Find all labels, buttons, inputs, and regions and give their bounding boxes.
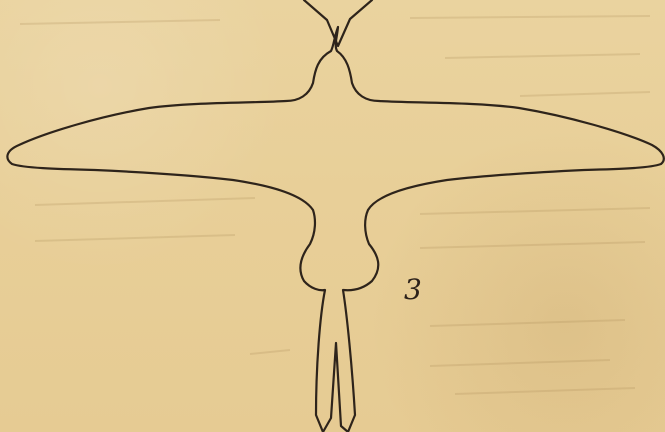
- top-partial-tail-icon: [304, 0, 372, 46]
- flying-bird-silhouette-icon: [7, 27, 663, 432]
- figure-number-label: 3: [404, 276, 422, 304]
